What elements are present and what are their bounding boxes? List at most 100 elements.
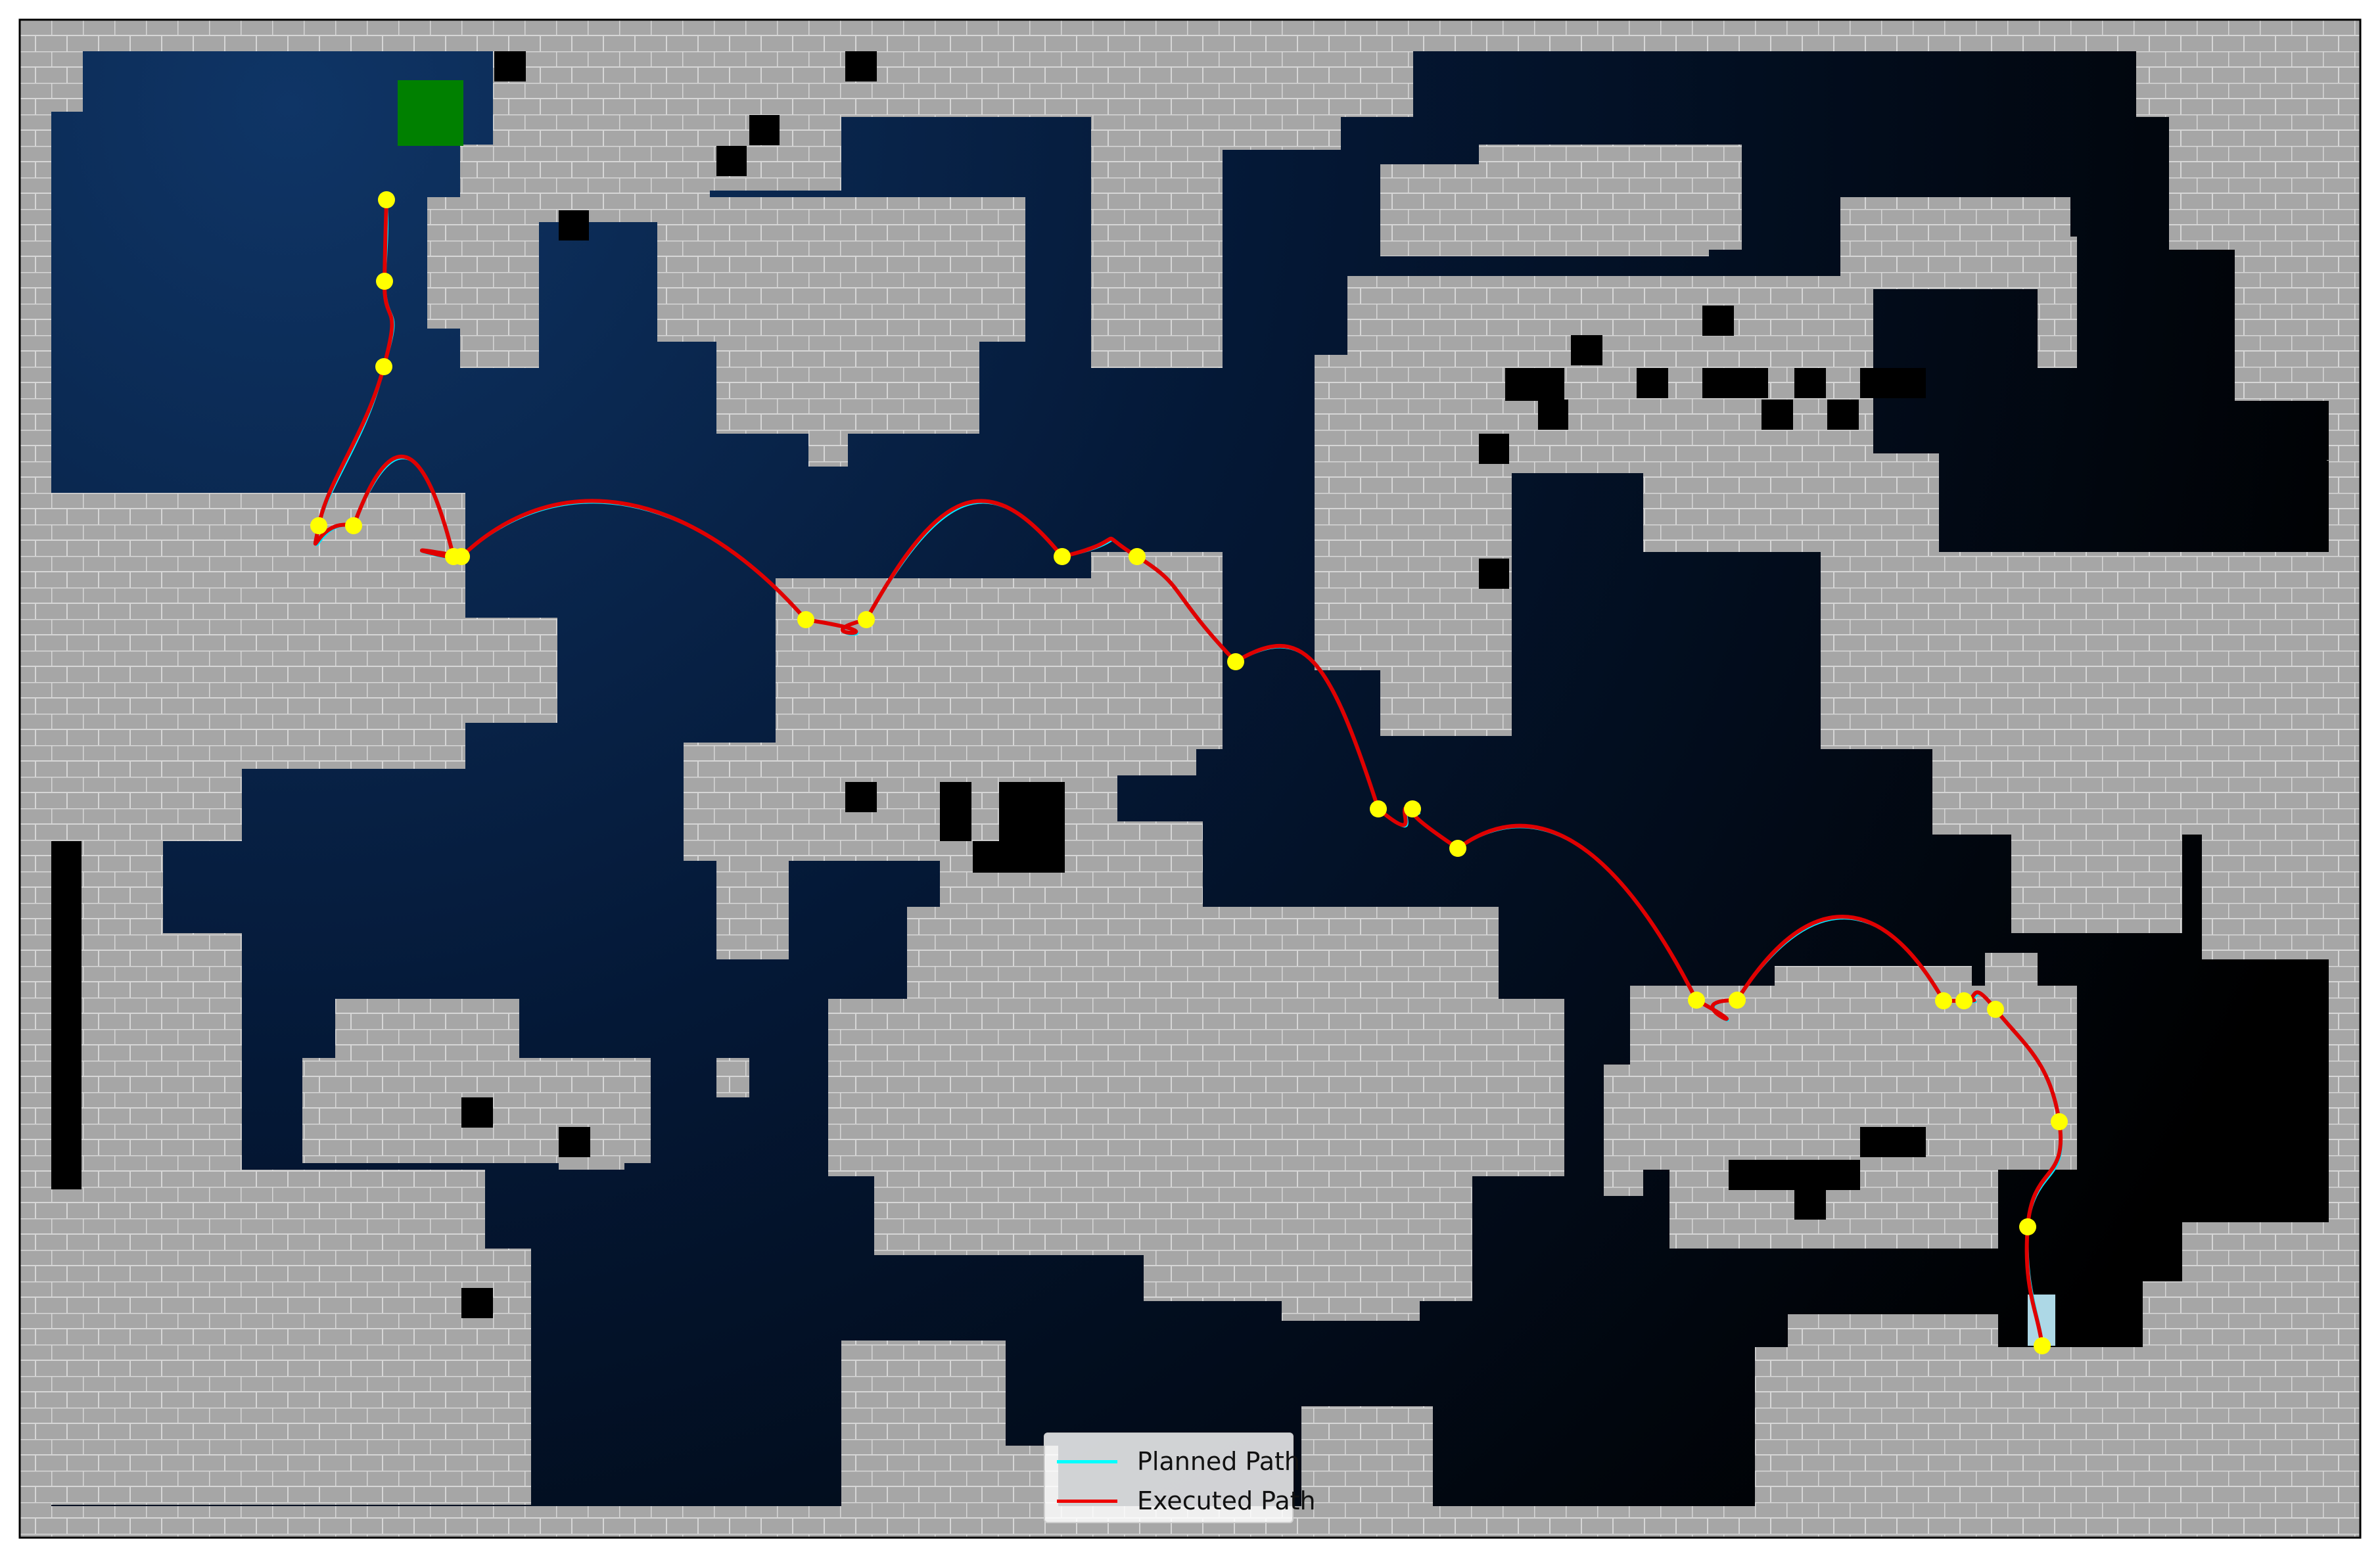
obstacle-region: [1413, 591, 1479, 710]
waypoint-marker: [1054, 548, 1071, 565]
obstacle-region: [51, 618, 557, 723]
void-cell: [1505, 368, 1564, 401]
obstacle-region: [2327, 460, 2329, 461]
obstacle-region: [716, 841, 789, 959]
void-cell: [1794, 1189, 1826, 1220]
void-cell: [1702, 306, 1734, 336]
obstacle-region: [2143, 1281, 2329, 1347]
obstacle-layer: [20, 20, 2360, 1538]
void-cell: [940, 782, 971, 841]
legend: Planned Path Executed Path: [1044, 1433, 1316, 1523]
obstacle-region: [1788, 1314, 1998, 1367]
void-cell: [716, 146, 747, 176]
executed-path-swatch: [1057, 1499, 1117, 1503]
waypoint-marker: [310, 517, 327, 534]
waypoint-marker: [1729, 992, 1746, 1009]
obstacle-region: [2329, 20, 2360, 1538]
obstacle-region: [2202, 808, 2329, 959]
waypoint-marker: [1227, 653, 1244, 670]
obstacle-region: [51, 933, 242, 1196]
waypoint-marker: [445, 548, 462, 565]
void-cell: [973, 841, 1065, 873]
obstacle-region: [2235, 230, 2329, 401]
obstacle-region: [808, 388, 848, 467]
obstacle-region: [2011, 808, 2182, 933]
waypoint-marker: [858, 611, 875, 628]
void-cell: [559, 1127, 590, 1157]
obstacle-region: [1091, 552, 1223, 749]
void-cell: [1794, 368, 1826, 398]
waypoint-marker: [1688, 992, 1705, 1009]
void-cell: [999, 782, 1065, 841]
void-cell: [1860, 1127, 1926, 1157]
waypoint-marker: [375, 358, 392, 375]
legend-item-executed: Executed Path: [1057, 1486, 1316, 1515]
obstacle-region: [51, 1170, 485, 1255]
legend-item-planned: Planned Path: [1057, 1447, 1300, 1476]
waypoint-marker: [1935, 992, 1952, 1009]
waypoint-marker: [1987, 1001, 2004, 1018]
void-cell: [461, 1288, 493, 1318]
void-cell: [749, 115, 780, 145]
waypoint-marker: [1404, 800, 1421, 817]
void-cell: [1702, 368, 1768, 398]
void-cell: [1479, 559, 1509, 589]
obstacle-region: [657, 197, 1025, 342]
obstacle-region: [2038, 237, 2077, 368]
waypoint-marker: [1129, 548, 1146, 565]
void-cell: [1571, 335, 1602, 365]
waypoint-marker: [376, 273, 393, 290]
waypoint-marker: [345, 517, 362, 534]
void-cell: [494, 51, 526, 81]
goal-cell: [398, 80, 463, 146]
void-cell: [461, 1097, 493, 1128]
waypoint-marker: [2051, 1113, 2068, 1130]
obstacle-region: [841, 1341, 1006, 1538]
obstacle-region: [1223, 51, 1341, 150]
obstacle-region: [716, 1058, 749, 1097]
obstacle-region: [51, 1249, 531, 1505]
waypoint-marker: [1955, 992, 1972, 1009]
planned-path-swatch: [1057, 1459, 1117, 1463]
void-cell: [845, 51, 877, 81]
void-cell: [1637, 368, 1668, 398]
waypoint-marker: [378, 191, 395, 208]
obstacle-region: [1604, 1065, 1643, 1196]
obstacle-region: [51, 20, 83, 112]
void-cell: [1827, 400, 1859, 430]
obstacle-region: [51, 756, 242, 841]
obstacle-region: [2182, 1222, 2329, 1288]
waypoint-marker: [1370, 800, 1387, 817]
obstacle-region: [1301, 1406, 1433, 1538]
void-cell: [1538, 400, 1568, 430]
void-cell: [1762, 400, 1793, 430]
obstacle-region: [1985, 953, 2038, 1032]
void-layer: [51, 51, 1926, 1318]
obstacle-region: [1755, 1347, 2329, 1511]
obstacle-region: [20, 20, 2360, 51]
obstacle-region: [1282, 1222, 1420, 1321]
waypoint-marker: [2019, 1218, 2036, 1235]
waypoint-marker: [2034, 1337, 2051, 1354]
obstacle-region: [20, 20, 51, 1538]
waypoint-marker: [1449, 840, 1466, 857]
void-cell: [1479, 434, 1509, 464]
obstacle-region: [1946, 670, 2329, 743]
void-cell: [559, 210, 589, 241]
obstacle-region: [2169, 99, 2329, 250]
legend-planned-label: Planned Path: [1137, 1447, 1300, 1476]
obstacle-region: [1643, 453, 1939, 552]
waypoint-layer: [310, 191, 2068, 1354]
void-cell: [1860, 368, 1926, 398]
obstacle-region: [427, 197, 513, 329]
obstacle-region: [1545, 184, 1742, 250]
waypoint-marker: [797, 611, 814, 628]
obstacle-region: [1840, 197, 2070, 289]
void-cell: [845, 782, 877, 812]
obstacle-region: [874, 1157, 1170, 1255]
legend-executed-label: Executed Path: [1137, 1486, 1316, 1515]
obstacle-region: [1091, 112, 1223, 368]
executed-path: [313, 199, 2063, 1346]
